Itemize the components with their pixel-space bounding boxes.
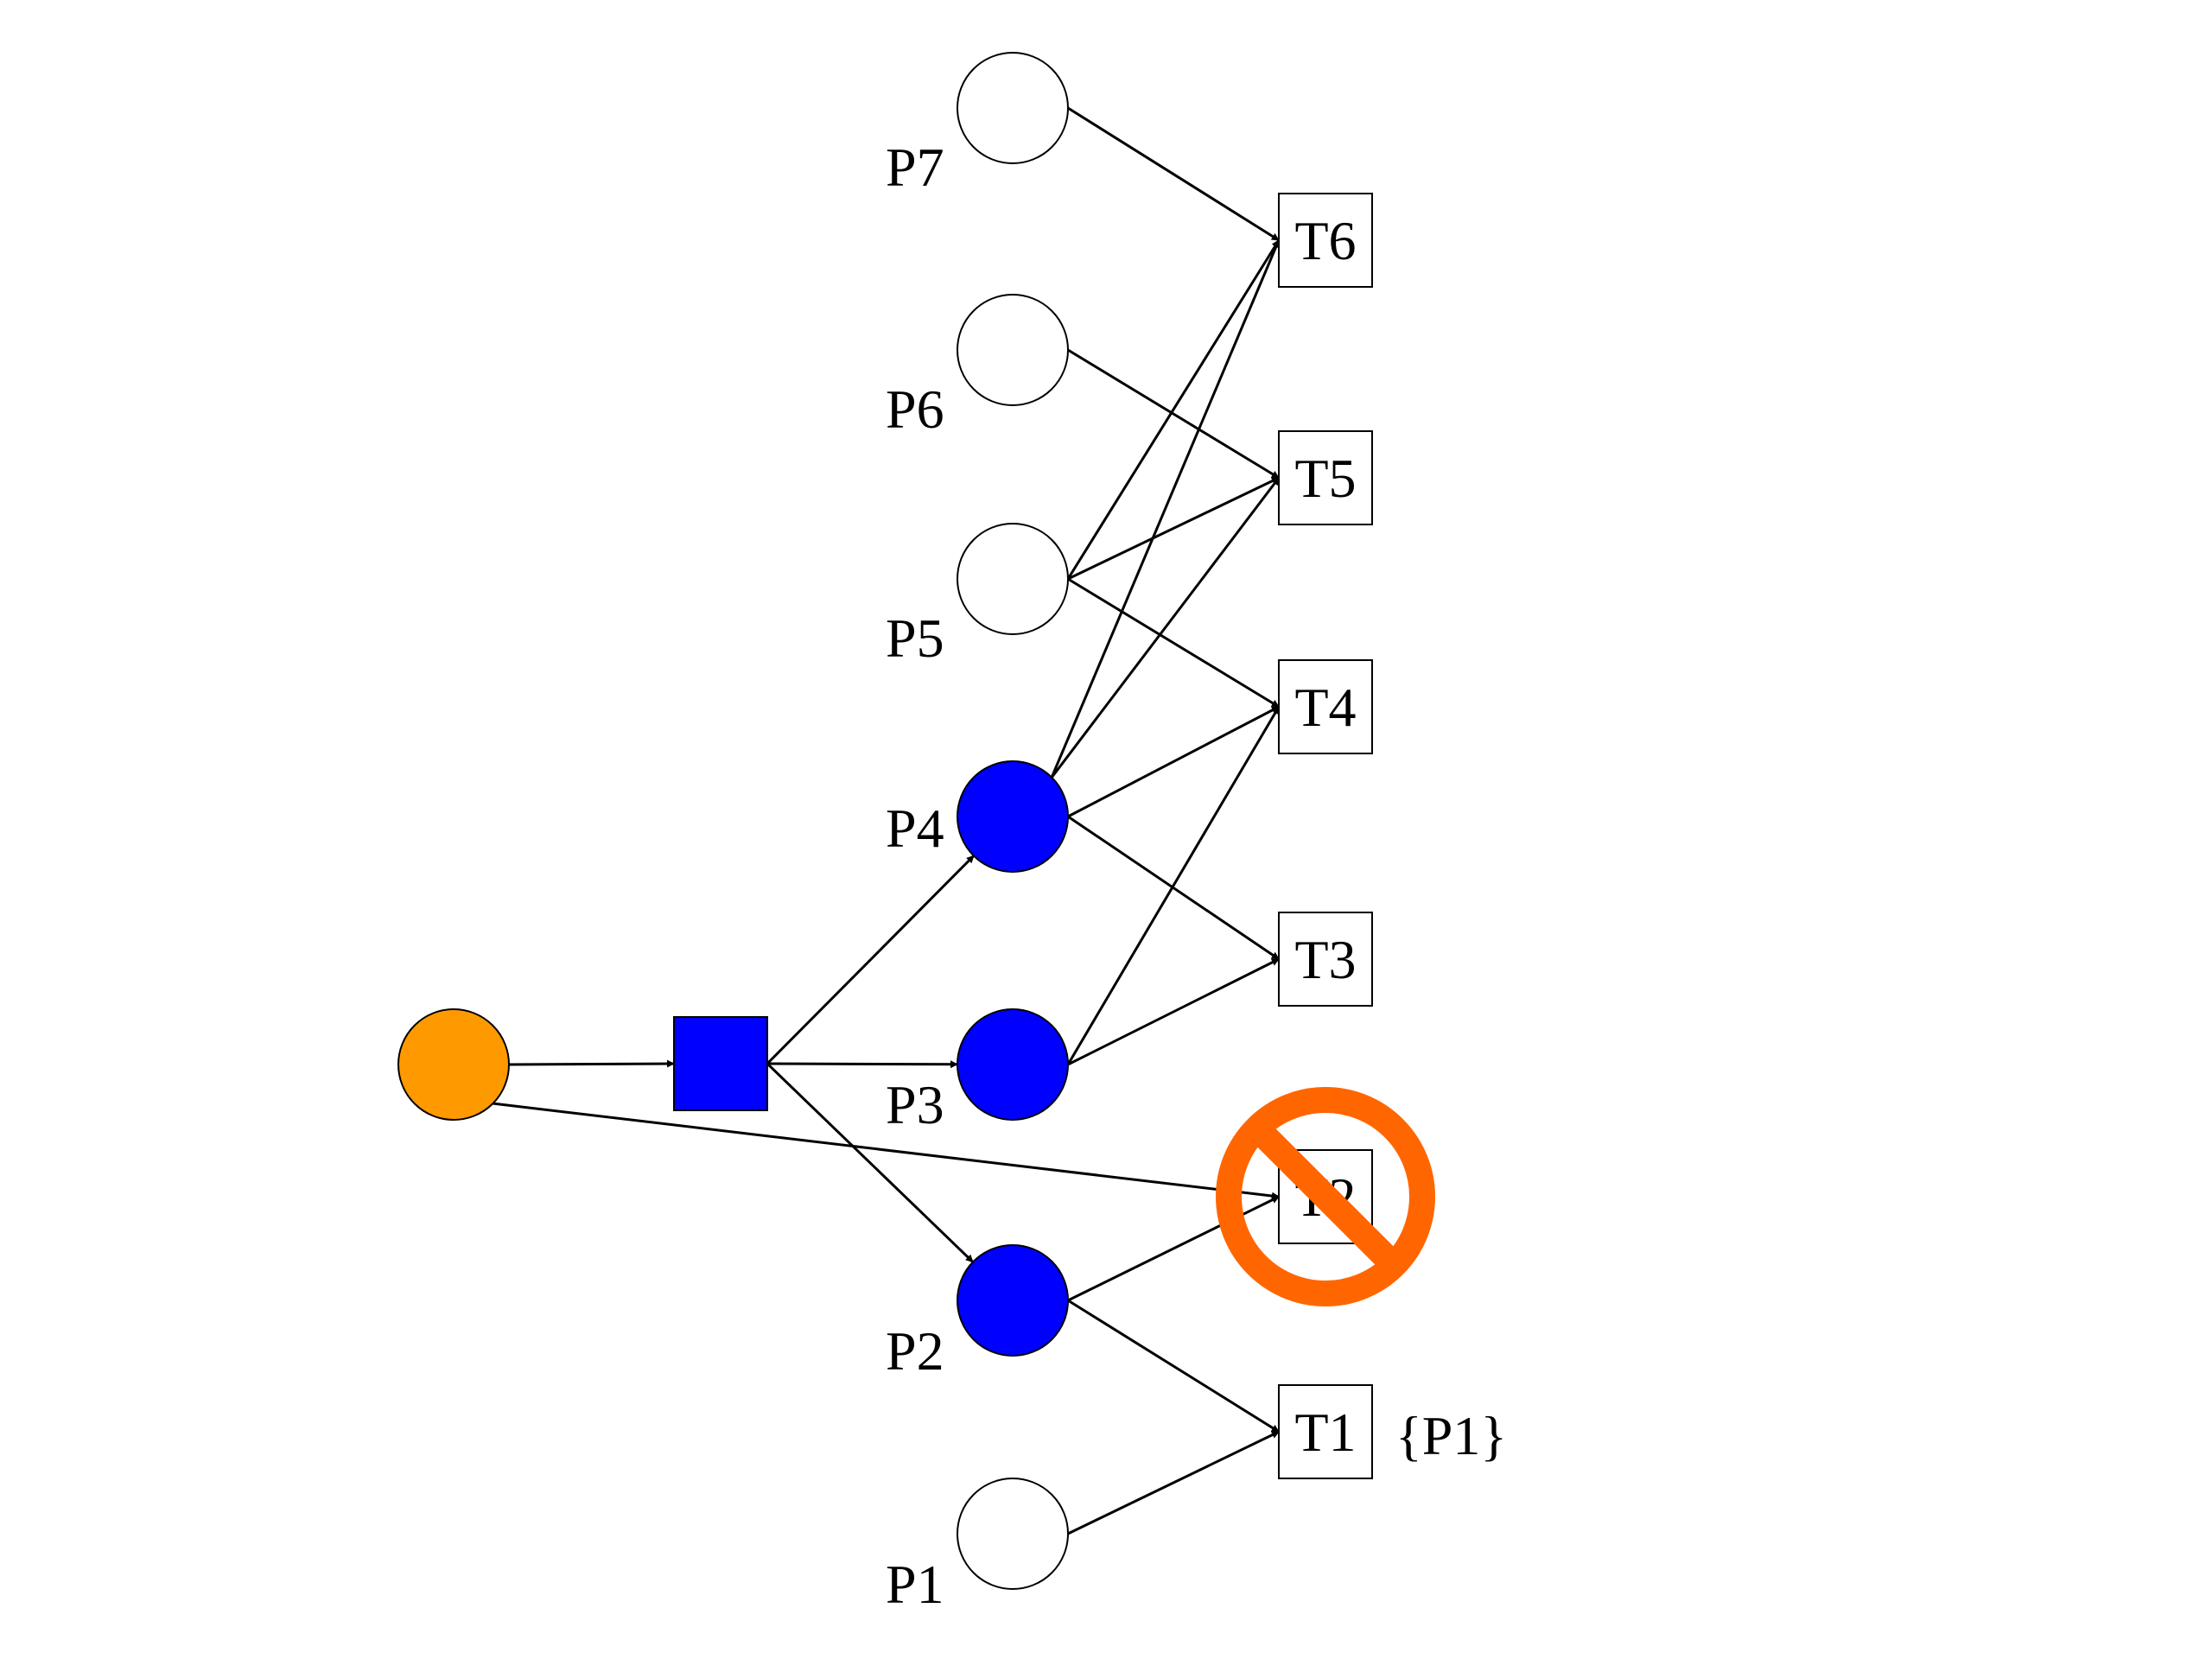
transition-label-t6: T6: [1294, 210, 1356, 271]
place-label-p3: P3: [886, 1074, 944, 1135]
arc-sq-p3: [766, 1060, 958, 1069]
transition-t4: [1278, 659, 1373, 754]
arc-p4-t4: [1067, 705, 1280, 818]
place-label-p2: P2: [886, 1320, 944, 1382]
arc-p4-t6: [1050, 239, 1281, 779]
place-label-p5: P5: [886, 607, 944, 669]
source-place: [397, 1008, 510, 1121]
transition-label-t1: T1: [1294, 1402, 1356, 1463]
transition-t5: [1278, 430, 1373, 525]
place-p4: [957, 760, 1069, 873]
transition-label-t4: T4: [1294, 677, 1356, 738]
arc-p4-t5: [1050, 477, 1281, 779]
place-p1: [957, 1478, 1069, 1590]
place-p7: [957, 52, 1069, 164]
place-p5: [957, 523, 1069, 635]
arc-sq-p2: [766, 1062, 974, 1263]
place-label-p7: P7: [886, 137, 944, 198]
place-label-p1: P1: [886, 1554, 944, 1615]
arc-p7-t6: [1067, 106, 1280, 242]
arc-p5-t5: [1067, 476, 1280, 581]
prohibition-sign-ring: [1216, 1087, 1435, 1306]
place-p2: [957, 1244, 1069, 1357]
t1-annotation: {P1}: [1395, 1405, 1507, 1466]
prohibition-sign-slash: [1248, 1119, 1403, 1274]
place-label-p4: P4: [886, 798, 944, 859]
transition-t1: [1278, 1384, 1373, 1479]
arc-src-sq: [508, 1059, 675, 1068]
arc-p2-t2: [1067, 1195, 1280, 1302]
arc-p6-t5: [1067, 348, 1280, 480]
place-p6: [957, 294, 1069, 406]
transition-label-t5: T5: [1294, 448, 1356, 509]
source-transition: [673, 1016, 768, 1111]
prohibition-overlay: [1216, 1087, 1435, 1306]
nodes: [397, 52, 1373, 1590]
arc-p3-t3: [1067, 957, 1280, 1066]
arc-sq-p4: [766, 855, 975, 1065]
place-p3: [957, 1008, 1069, 1121]
transition-label-t3: T3: [1294, 929, 1356, 990]
arcs: [492, 106, 1281, 1535]
arc-p5-t4: [1067, 577, 1280, 709]
arc-p3-t4: [1066, 706, 1281, 1065]
place-label-p6: P6: [886, 378, 944, 440]
transition-t6: [1278, 193, 1373, 288]
arc-p2-t1: [1067, 1299, 1280, 1433]
arc-src-t2: [492, 1102, 1280, 1200]
transition-t3: [1278, 912, 1373, 1007]
arc-p5-t6: [1066, 239, 1281, 580]
arc-p1-t1: [1067, 1430, 1280, 1535]
